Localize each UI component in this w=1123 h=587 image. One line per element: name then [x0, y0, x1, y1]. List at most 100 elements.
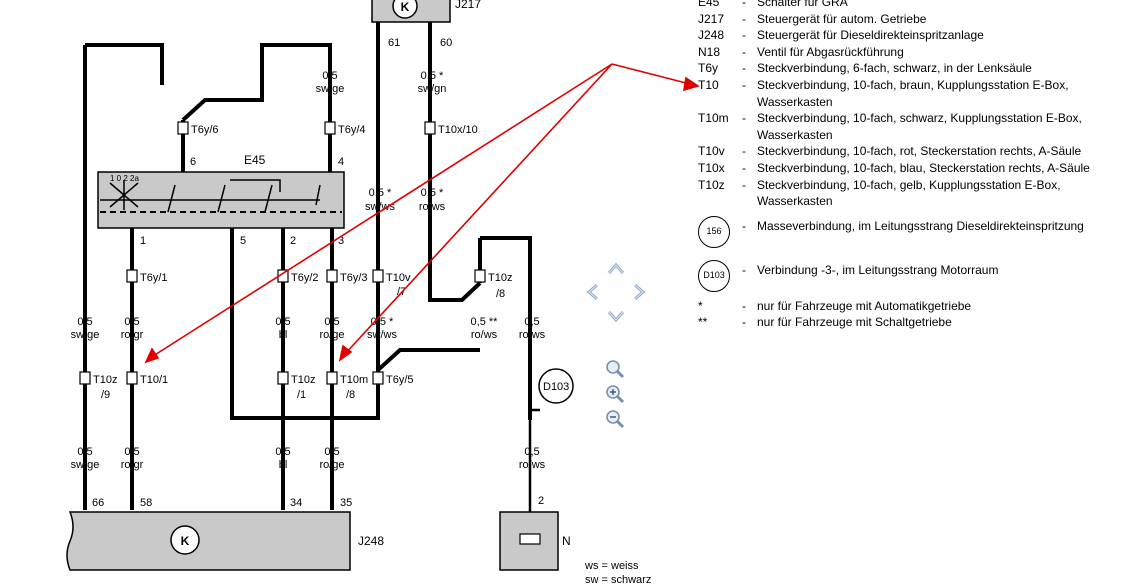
- svg-text:58: 58: [140, 497, 152, 509]
- svg-text:61: 61: [388, 37, 400, 49]
- svg-text:2: 2: [290, 235, 296, 247]
- svg-text:ro/gr: ro/gr: [121, 459, 144, 471]
- svg-text:T10m: T10m: [340, 374, 368, 386]
- legend-entry: T6y-Steckverbindung, 6-fach, schwarz, in…: [698, 61, 1032, 76]
- svg-text:0,5: 0,5: [77, 446, 92, 458]
- svg-text:0,5: 0,5: [324, 316, 339, 328]
- svg-text:T10z: T10z: [291, 374, 315, 386]
- svg-text:T6y/2: T6y/2: [291, 272, 319, 284]
- svg-text:T6y/6: T6y/6: [191, 124, 219, 136]
- legend-entry: N18-Ventil für Abgasrückführung: [698, 44, 904, 59]
- svg-text:0,5 *: 0,5 *: [369, 187, 392, 199]
- svg-text:T10v: T10v: [386, 272, 411, 284]
- pan-down-icon[interactable]: [605, 305, 627, 327]
- pan-up-icon[interactable]: [605, 258, 627, 280]
- pan-right-icon[interactable]: [628, 281, 650, 303]
- svg-text:/9: /9: [101, 389, 110, 401]
- pan-left-icon[interactable]: [582, 281, 604, 303]
- svg-text:ro/ws: ro/ws: [471, 329, 498, 341]
- svg-text:0,5 *: 0,5 *: [421, 70, 444, 82]
- svg-text:sw/ge: sw/ge: [71, 329, 100, 341]
- legend-entry: E45-Schalter für GRA: [698, 0, 848, 9]
- svg-text:sw/gn: sw/gn: [418, 83, 447, 95]
- svg-text:6: 6: [190, 156, 196, 168]
- wires: [83, 22, 540, 512]
- legend-entry: J248-Steuergerät für Dieseldirekteinspri…: [698, 28, 984, 43]
- svg-text:2: 2: [538, 495, 544, 507]
- svg-text:ro/ge: ro/ge: [319, 329, 344, 341]
- junction-symbol: D103: [698, 259, 730, 292]
- legend-entry: T10m-Steckverbindung, 10-fach, schwarz, …: [698, 111, 1082, 142]
- svg-text:0,5 *: 0,5 *: [421, 187, 444, 199]
- connector-labels: T6y/6 T6y/4 T10x/10 T6y/1 T6y/2 T6y/3 T1…: [93, 124, 512, 401]
- svg-text:T6y/3: T6y/3: [340, 272, 368, 284]
- svg-text:sw/ge: sw/ge: [71, 459, 100, 471]
- svg-text:0,5: 0,5: [524, 316, 539, 328]
- legend-note: *-nur für Fahrzeuge mit Automatikgetrieb…: [698, 298, 972, 313]
- svg-text:ro/ws: ro/ws: [419, 201, 446, 213]
- svg-text:T10/1: T10/1: [140, 374, 168, 386]
- legend-entry-junction: D103-Verbindung -3-, im Leitungsstrang M…: [698, 259, 1123, 298]
- j248-label: J248: [358, 534, 384, 548]
- svg-text:0,5 **: 0,5 **: [471, 316, 499, 328]
- navigation-controls: [582, 258, 652, 430]
- svg-text:ro/ws: ro/ws: [519, 459, 546, 471]
- wire-labels: 0,5sw/ge 0,5 *sw/gn 0,5 *sw/ws 0,5 *ro/w…: [71, 70, 546, 471]
- svg-text:60: 60: [440, 37, 452, 49]
- svg-text:ro/ge: ro/ge: [319, 459, 344, 471]
- legend-note: **-nur für Fahrzeuge mit Schaltgetriebe: [698, 315, 952, 330]
- svg-text:T10x/10: T10x/10: [438, 124, 478, 136]
- legend-entry-ground: 156-Masseverbindung, im Leitungsstrang D…: [698, 215, 1123, 254]
- n18-label: N: [562, 534, 571, 548]
- color-abbreviations: ws = weiss sw = schwarz: [585, 559, 705, 587]
- connector-symbols: [79, 121, 486, 385]
- svg-text:/8: /8: [496, 288, 505, 300]
- svg-text:bl: bl: [279, 459, 288, 471]
- svg-text:5: 5: [240, 235, 246, 247]
- svg-text:1: 1: [140, 235, 146, 247]
- svg-text:T6y/5: T6y/5: [386, 374, 414, 386]
- svg-text:T10z: T10z: [93, 374, 117, 386]
- legend-entry: T10-Steckverbindung, 10-fach, braun, Kup…: [698, 77, 1069, 109]
- j248-control-unit: K J248: [66, 511, 384, 571]
- svg-text:0,5: 0,5: [524, 446, 539, 458]
- svg-text:/1: /1: [297, 389, 306, 401]
- d103-junction: D103: [538, 360, 604, 420]
- abbr-entry: sw = schwarz: [585, 574, 652, 586]
- svg-text:sw/ge: sw/ge: [316, 83, 345, 95]
- svg-text:sw/ws: sw/ws: [367, 329, 397, 341]
- zoom-out-icon[interactable]: [604, 408, 626, 430]
- svg-text:T6y/1: T6y/1: [140, 272, 168, 284]
- svg-text:T10z: T10z: [488, 272, 512, 284]
- svg-text:34: 34: [290, 497, 302, 509]
- e45-switch: 1 0 2 2a E45: [97, 153, 345, 229]
- ground-symbol: 156: [698, 215, 730, 248]
- svg-text:ro/gr: ro/gr: [121, 329, 144, 341]
- magnifier-icon[interactable]: [604, 358, 626, 380]
- svg-text:0,5: 0,5: [275, 446, 290, 458]
- legend-entry: T10v-Steckverbindung, 10-fach, rot, Stec…: [698, 144, 1082, 159]
- svg-text:K: K: [401, 0, 410, 14]
- e45-label: E45: [244, 153, 266, 167]
- svg-text:bl: bl: [279, 329, 288, 341]
- svg-text:0,5: 0,5: [124, 446, 139, 458]
- svg-text:K: K: [181, 534, 190, 548]
- svg-text:4: 4: [338, 156, 344, 168]
- svg-text:T6y/4: T6y/4: [338, 124, 366, 136]
- svg-text:0,5: 0,5: [124, 316, 139, 328]
- red-annotation-arrows: [144, 63, 700, 364]
- svg-text:0,5: 0,5: [324, 446, 339, 458]
- abbr-entry: ws = weiss: [585, 560, 639, 572]
- svg-text:ro/ws: ro/ws: [519, 329, 546, 341]
- svg-text:1 0 2 2a: 1 0 2 2a: [110, 174, 139, 183]
- legend-entry: T10z-Steckverbindung, 10-fach, gelb, Kup…: [698, 177, 1061, 209]
- zoom-in-icon[interactable]: [604, 383, 626, 405]
- svg-text:66: 66: [92, 497, 104, 509]
- svg-text:sw/ws: sw/ws: [365, 201, 395, 213]
- svg-text:0,5: 0,5: [322, 70, 337, 82]
- legend-entry: T10x-Steckverbindung, 10-fach, blau, Ste…: [698, 160, 1090, 175]
- svg-text:3: 3: [338, 235, 344, 247]
- svg-text:35: 35: [340, 497, 352, 509]
- j217-control-unit: K J217: [371, 0, 481, 23]
- svg-text:0,5: 0,5: [275, 316, 290, 328]
